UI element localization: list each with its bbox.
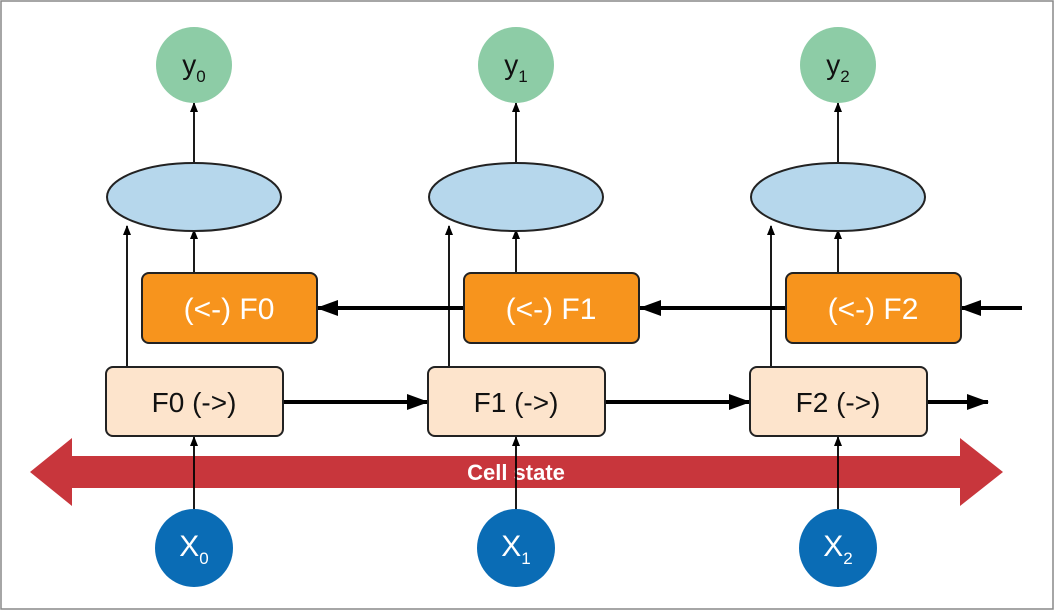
output-var: y — [182, 49, 196, 80]
time-step-0: y0 (<-) F0 F0 (->) X0 — [105, 27, 318, 587]
output-node — [156, 27, 232, 103]
backward-cell-label: (<-) F1 — [506, 293, 597, 326]
hidden-ellipse — [428, 162, 604, 232]
input-node — [155, 509, 233, 587]
time-step-1: y1 (<-) F1 F1 (->) X1 — [427, 27, 640, 587]
input-subscript: 1 — [521, 549, 530, 568]
output-var: y — [504, 49, 518, 80]
input-subscript: 2 — [843, 549, 852, 568]
time-step-2: y2 (<-) F2 F2 (->) X2 — [749, 27, 962, 587]
input-node — [799, 509, 877, 587]
input-var: X — [179, 530, 199, 563]
forward-cell-box — [427, 366, 606, 437]
forward-cell-box — [105, 366, 284, 437]
output-var: y — [826, 49, 840, 80]
output-subscript: 0 — [196, 67, 205, 86]
backward-cell-label: (<-) F0 — [184, 293, 275, 326]
forward-cell-box — [749, 366, 928, 437]
output-node — [800, 27, 876, 103]
forward-cell-label: F2 (->) — [796, 387, 881, 418]
forward-cell-label: F0 (->) — [152, 387, 237, 418]
output-subscript: 1 — [518, 67, 527, 86]
backward-cell-box — [463, 272, 640, 344]
backward-cell-box — [785, 272, 962, 344]
output-node — [478, 27, 554, 103]
hidden-ellipse — [750, 162, 926, 232]
output-node-label: y1 — [504, 49, 527, 86]
output-subscript: 2 — [840, 67, 849, 86]
hidden-ellipse — [106, 162, 282, 232]
input-node — [477, 509, 555, 587]
input-node-label: X0 — [179, 530, 208, 568]
backward-cell-box — [141, 272, 318, 344]
input-node-label: X2 — [823, 530, 852, 568]
input-var: X — [501, 530, 521, 563]
output-node-label: y0 — [182, 49, 205, 86]
input-node-label: X1 — [501, 530, 530, 568]
recurrent-connections — [283, 300, 1022, 410]
output-node-label: y2 — [826, 49, 849, 86]
backward-cell-label: (<-) F2 — [828, 293, 919, 326]
input-subscript: 0 — [199, 549, 208, 568]
forward-cell-label: F1 (->) — [474, 387, 559, 418]
input-var: X — [823, 530, 843, 563]
